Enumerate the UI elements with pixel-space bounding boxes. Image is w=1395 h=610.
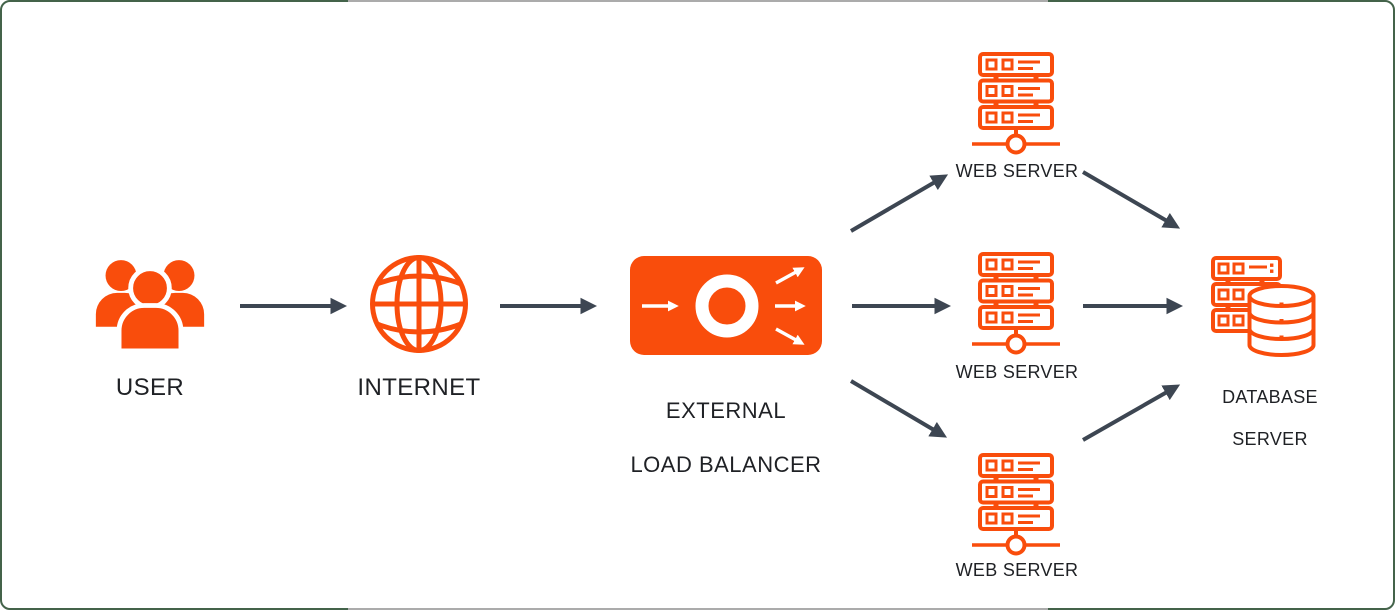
globe-icon (370, 255, 468, 353)
arrow-load-balancer-to-web-server-top (849, 174, 949, 233)
web-server-top-label: WEB SERVER (955, 161, 1079, 181)
load-balancer-box (630, 256, 822, 355)
database-server-label: DATABASE SERVER (1195, 366, 1345, 450)
load-balancer-label-line2: LOAD BALANCER (630, 452, 822, 477)
database-server-label-line1: DATABASE (1222, 387, 1318, 407)
frame-gap-bottom (348, 608, 1048, 610)
server-rack-icon (972, 52, 1060, 155)
lb-ring (695, 274, 759, 338)
web-server-middle-label: WEB SERVER (955, 362, 1079, 382)
lb-out-arrow-up (775, 267, 805, 285)
lb-out-arrow-down (775, 327, 805, 345)
arrow-load-balancer-to-web-server-bottom (849, 379, 948, 438)
user-label: USER (115, 374, 185, 401)
web-server-bottom-label: WEB SERVER (955, 560, 1079, 580)
internet-label: INTERNET (357, 374, 481, 401)
arrow-web-server-top-to-database (1081, 170, 1181, 229)
database-server-label-line2: SERVER (1232, 429, 1308, 449)
load-balancer-icon (642, 267, 806, 345)
users-icon (95, 260, 205, 354)
server-rack-icon (972, 453, 1060, 556)
load-balancer-label-line1: EXTERNAL (665, 398, 787, 423)
arrow-web-server-bottom-to-database (1082, 384, 1181, 442)
load-balancer-label: EXTERNAL LOAD BALANCER (626, 370, 826, 478)
database-server-icon (1211, 256, 1316, 357)
server-rack-icon (972, 252, 1060, 355)
frame-gap-top (348, 0, 1048, 2)
